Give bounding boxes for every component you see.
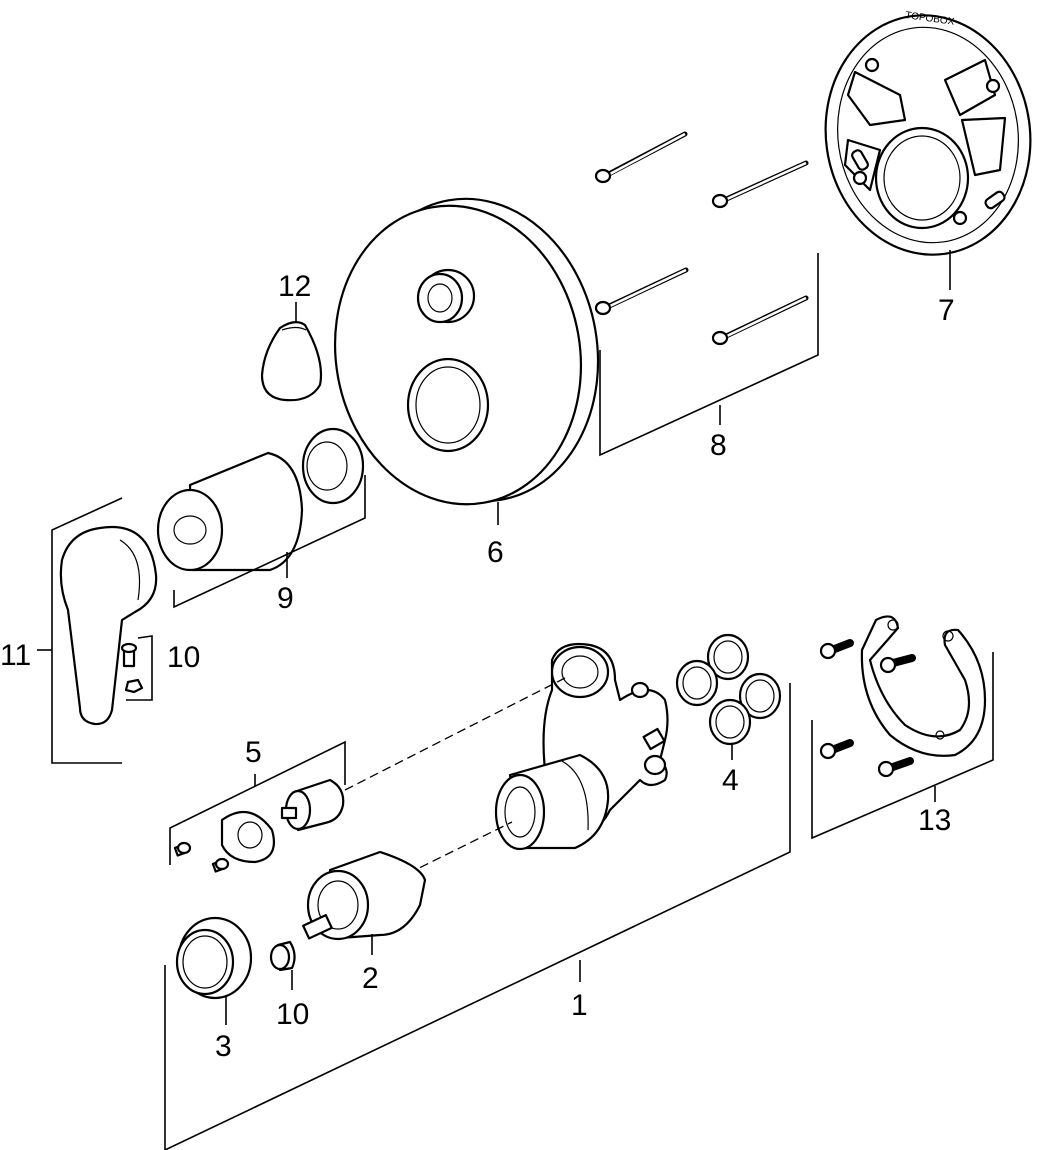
label-4: 4 [722, 764, 739, 797]
label-8: 8 [710, 429, 727, 462]
part-3-ring [175, 916, 253, 1025]
label-6: 6 [487, 536, 504, 569]
part-10-handle-screw [120, 635, 153, 701]
part-8-screws [594, 131, 819, 457]
part-6-cover-plate [333, 197, 600, 525]
label-7: 7 [938, 294, 955, 327]
label-5: 5 [245, 736, 262, 769]
part-5-diverter-cartridge [169, 740, 346, 873]
part-10-spacer [269, 940, 296, 990]
part-2-cartridge [302, 850, 427, 955]
label-3: 3 [215, 1030, 232, 1063]
label-10-lower: 10 [276, 998, 309, 1031]
label-13: 13 [918, 804, 951, 837]
part-6-diverter-knob [416, 268, 476, 324]
part-12-knob-cap [260, 302, 323, 402]
part-4-o-rings [675, 633, 782, 760]
part-9-sleeve [156, 427, 366, 609]
label-11: 11 [0, 639, 31, 672]
part-11-lever-handle [37, 497, 158, 764]
label-9: 9 [277, 582, 294, 615]
part-7-mounting-ring: TOPOBOX [824, 10, 1032, 290]
label-1: 1 [571, 989, 588, 1022]
part-1-valve-body [164, 642, 791, 1150]
label-12: 12 [278, 270, 311, 303]
label-2: 2 [362, 962, 379, 995]
label-10-upper: 10 [167, 641, 200, 674]
part-13-bracket [811, 615, 994, 840]
